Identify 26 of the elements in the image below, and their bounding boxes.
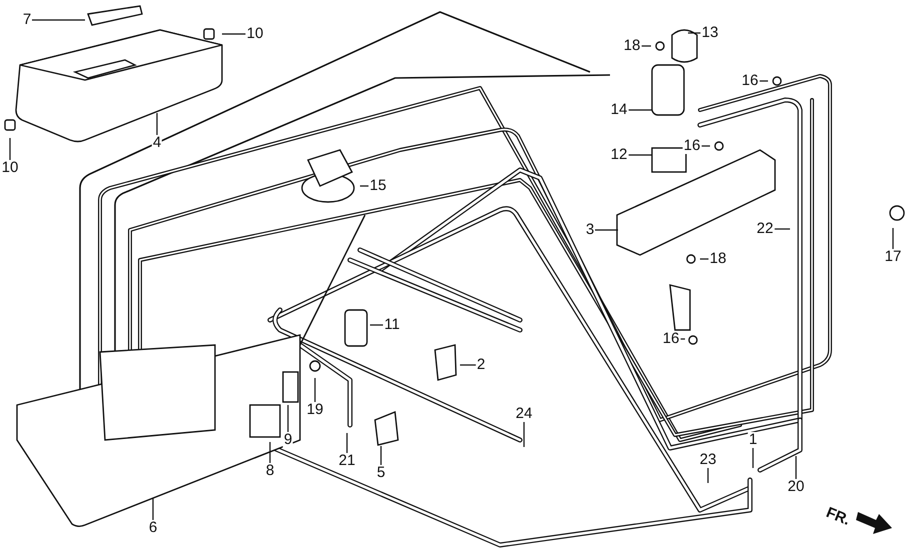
- leader-line: [152, 498, 154, 520]
- leader-line: [156, 113, 158, 135]
- leader-line: [774, 228, 790, 230]
- leader-line: [9, 138, 11, 160]
- leader-line: [642, 45, 651, 47]
- leader-line: [707, 468, 709, 483]
- callout-number: 9: [282, 432, 294, 448]
- callout-number: 16: [682, 138, 702, 154]
- leader-line: [628, 154, 652, 156]
- leader-line: [287, 405, 289, 432]
- front-direction-label: FR.: [824, 504, 852, 529]
- leader-line: [314, 378, 316, 402]
- leader-line: [370, 324, 383, 326]
- leader-line: [269, 442, 271, 463]
- leader-line: [752, 448, 754, 468]
- leader-line: [628, 109, 652, 111]
- leader-line: [460, 364, 476, 366]
- leader-line: [795, 456, 797, 479]
- leader-line: [346, 433, 348, 453]
- leader-line: [688, 32, 700, 34]
- leader-line: [892, 228, 894, 249]
- leader-line: [595, 229, 618, 231]
- leader-line: [380, 446, 382, 465]
- leader-line: [32, 19, 85, 21]
- leader-line: [222, 33, 246, 35]
- leader-line: [523, 422, 525, 447]
